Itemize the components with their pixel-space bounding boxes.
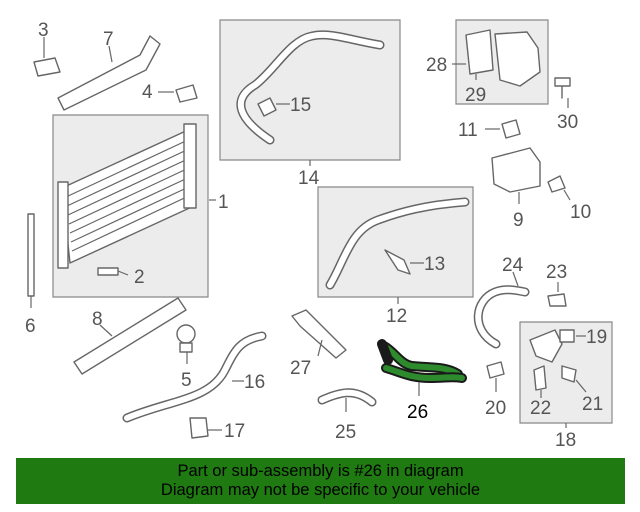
callout-4[interactable]: 4 [142,82,153,103]
outlet-group: 19 21 22 18 [519,321,613,451]
callout-5[interactable]: 5 [181,370,192,391]
fitting-23-icon [547,293,567,307]
callout-22[interactable]: 22 [530,398,551,419]
pipe-27-icon [291,309,347,359]
bolt-2-icon [97,267,129,276]
cover-3-icon [33,57,61,77]
hose-25-icon [317,388,377,407]
hose-14-group: 15 14 [219,19,401,189]
heater-hose-26-highlight[interactable] [377,339,467,383]
info-banner: Part or sub-assembly is #26 in diagram D… [16,458,625,504]
callout-6[interactable]: 6 [25,316,36,337]
callout-11[interactable]: 11 [458,120,478,141]
callout-13[interactable]: 13 [424,254,445,275]
callout-29[interactable]: 29 [465,85,486,106]
callout-2[interactable]: 2 [134,267,145,288]
reservoir-9-icon [491,147,541,193]
callout-15[interactable]: 15 [290,95,311,116]
radiator-group: 1 2 [52,114,229,298]
deflector-8-icon [73,297,187,375]
callout-7[interactable]: 7 [103,29,114,50]
callout-19[interactable]: 19 [586,327,607,348]
callout-1[interactable]: 1 [218,192,229,213]
bracket-7-icon [57,35,161,111]
clip-4-icon [175,84,198,103]
bolt-10-icon [547,175,566,193]
callout-20[interactable]: 20 [485,398,506,419]
callout-18[interactable]: 18 [555,430,576,451]
callout-12[interactable]: 12 [386,306,407,327]
hose-16-icon [122,331,267,423]
bolt-20-icon [486,361,505,379]
callout-23[interactable]: 23 [546,262,567,283]
callout-28[interactable]: 28 [426,55,447,76]
callout-10[interactable]: 10 [570,202,591,223]
panel-14 [219,19,401,161]
banner-line-2: Diagram may not be specific to your vehi… [160,481,481,499]
banner-line-1: Part or sub-assembly is #26 in diagram [177,462,464,480]
callout-26[interactable]: 26 [407,402,428,423]
callout-8[interactable]: 8 [92,309,103,330]
callout-27[interactable]: 27 [290,358,311,379]
hose-12-group: 13 12 [317,186,474,327]
seal-6-icon [27,213,35,297]
thermostat-group: 28 29 [426,19,549,106]
bolt-30-icon [554,77,571,99]
callout-24[interactable]: 24 [502,255,524,276]
callout-17[interactable]: 17 [224,421,245,442]
callout-14[interactable]: 14 [298,168,320,189]
clamp-17-icon [189,417,209,439]
radiator-core [57,123,197,269]
callout-16[interactable]: 16 [244,372,265,393]
hose-24-icon [473,285,530,349]
cap-11-icon [501,119,521,139]
panel-12 [317,186,474,298]
valve-5-icon [176,324,196,353]
callout-25[interactable]: 25 [335,422,356,443]
callout-3[interactable]: 3 [38,20,49,41]
callout-21[interactable]: 21 [582,394,603,415]
callout-30[interactable]: 30 [557,112,578,133]
callout-9[interactable]: 9 [513,210,524,231]
